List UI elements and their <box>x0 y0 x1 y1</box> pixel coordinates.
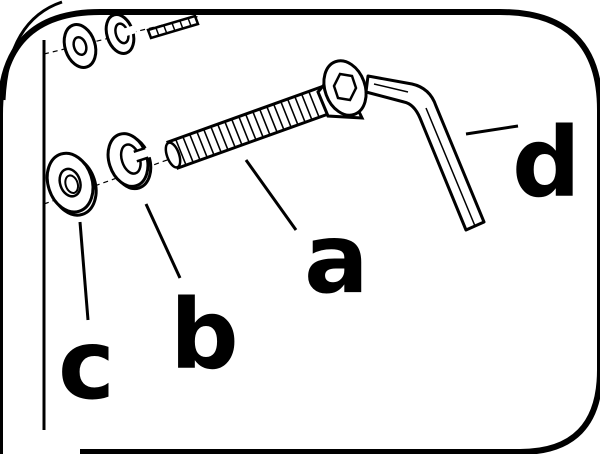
leader-line-a <box>244 159 298 231</box>
leader-line-b <box>144 203 182 279</box>
hex-key-edge-long <box>425 107 476 227</box>
label-b: b <box>170 279 239 391</box>
label-d: d <box>512 107 581 219</box>
upper-flat-washer-icon <box>62 23 98 69</box>
frame-outer-band <box>2 0 63 101</box>
hex-key-body <box>364 74 486 232</box>
upper-hardware-set <box>62 13 200 69</box>
rounded-frame <box>0 9 600 454</box>
bolt-threads <box>175 91 320 166</box>
upper-lock-washer-icon <box>104 13 137 55</box>
bolt-tip <box>164 141 182 169</box>
label-c: c <box>58 309 115 421</box>
split-lock-washer-icon <box>106 132 153 191</box>
hex-socket-icon <box>332 72 358 102</box>
bolt-icon <box>164 59 368 170</box>
upper-bolt-thread-icon <box>146 14 200 40</box>
leader-line-c <box>78 221 90 321</box>
hex-key-edge <box>373 83 409 93</box>
label-a: a <box>304 203 369 315</box>
flat-washer-icon <box>45 151 98 217</box>
hex-key-icon <box>364 74 486 232</box>
leader-line-d <box>465 124 519 136</box>
